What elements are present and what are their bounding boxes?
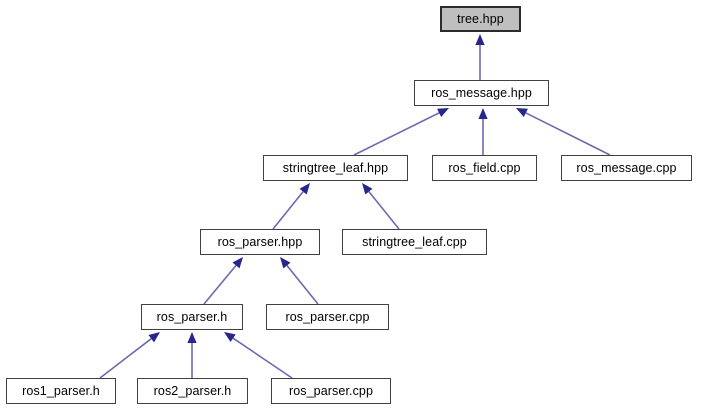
graph-node-stringtree_leaf_hpp[interactable]: stringtree_leaf.hpp bbox=[263, 155, 408, 181]
graph-node-label: ros_parser.cpp bbox=[288, 383, 374, 398]
graph-node-ros1_parser_h[interactable]: ros1_parser.h bbox=[6, 378, 116, 404]
edge-arrowhead-icon bbox=[148, 332, 160, 343]
dependency-edge bbox=[475, 34, 485, 80]
edge-line bbox=[232, 337, 293, 379]
graph-node-label: stringtree_leaf.cpp bbox=[362, 234, 467, 249]
graph-node-tree_hpp[interactable]: tree.hpp bbox=[440, 6, 521, 32]
graph-node-label: ros2_parser.h bbox=[153, 383, 232, 398]
graph-node-ros_field_cpp[interactable]: ros_field.cpp bbox=[432, 155, 537, 181]
graph-node-label: ros_field.cpp bbox=[448, 160, 521, 175]
graph-node-ros_message_cpp[interactable]: ros_message.cpp bbox=[561, 155, 692, 181]
edge-arrowhead-icon bbox=[299, 183, 310, 195]
graph-node-stringtree_leaf_cpp[interactable]: stringtree_leaf.cpp bbox=[342, 229, 487, 255]
dependency-edge bbox=[99, 332, 160, 379]
edge-line bbox=[368, 191, 400, 230]
dependency-edge bbox=[272, 183, 310, 230]
graph-node-ros_parser_cpp_bot[interactable]: ros_parser.cpp bbox=[271, 378, 391, 404]
edge-line bbox=[286, 265, 319, 305]
dependency-edge bbox=[478, 108, 488, 155]
graph-node-label: ros_message.hpp bbox=[431, 85, 532, 100]
edge-arrowhead-icon bbox=[362, 183, 373, 195]
edge-line bbox=[272, 191, 304, 230]
edge-arrowhead-icon bbox=[437, 108, 449, 118]
edge-arrowhead-icon bbox=[224, 332, 236, 342]
dependency-edge bbox=[203, 257, 243, 305]
dependency-edge bbox=[280, 257, 319, 305]
edge-line bbox=[525, 112, 611, 156]
graph-node-label: ros_parser.cpp bbox=[285, 309, 370, 324]
edge-line bbox=[353, 112, 440, 156]
edge-arrowhead-icon bbox=[187, 332, 197, 343]
dependency-edge bbox=[516, 108, 611, 156]
dependency-edge bbox=[353, 108, 449, 156]
edge-line bbox=[99, 338, 152, 379]
edge-arrowhead-icon bbox=[280, 257, 291, 269]
edge-arrowhead-icon bbox=[475, 34, 485, 45]
graph-node-ros_message_hpp[interactable]: ros_message.hpp bbox=[414, 80, 549, 106]
dependency-edge bbox=[187, 332, 197, 378]
graph-node-label: ros1_parser.h bbox=[22, 383, 100, 398]
dependency-edge bbox=[362, 183, 400, 230]
dependency-edge bbox=[224, 332, 293, 379]
graph-node-label: ros_parser.hpp bbox=[217, 234, 303, 249]
graph-node-ros2_parser_h[interactable]: ros2_parser.h bbox=[137, 378, 248, 404]
graph-node-label: ros_parser.h bbox=[156, 309, 228, 324]
edge-line bbox=[203, 264, 237, 305]
edge-arrowhead-icon bbox=[232, 257, 243, 269]
graph-node-label: tree.hpp bbox=[457, 11, 504, 26]
graph-node-ros_parser_hpp[interactable]: ros_parser.hpp bbox=[200, 229, 320, 255]
edge-arrowhead-icon bbox=[516, 108, 528, 118]
graph-node-ros_parser_h[interactable]: ros_parser.h bbox=[141, 304, 243, 330]
graph-node-label: ros_message.cpp bbox=[576, 160, 677, 175]
graph-node-ros_parser_cpp_mid[interactable]: ros_parser.cpp bbox=[266, 304, 389, 330]
edge-arrowhead-icon bbox=[478, 108, 488, 119]
graph-node-label: stringtree_leaf.hpp bbox=[282, 160, 389, 175]
